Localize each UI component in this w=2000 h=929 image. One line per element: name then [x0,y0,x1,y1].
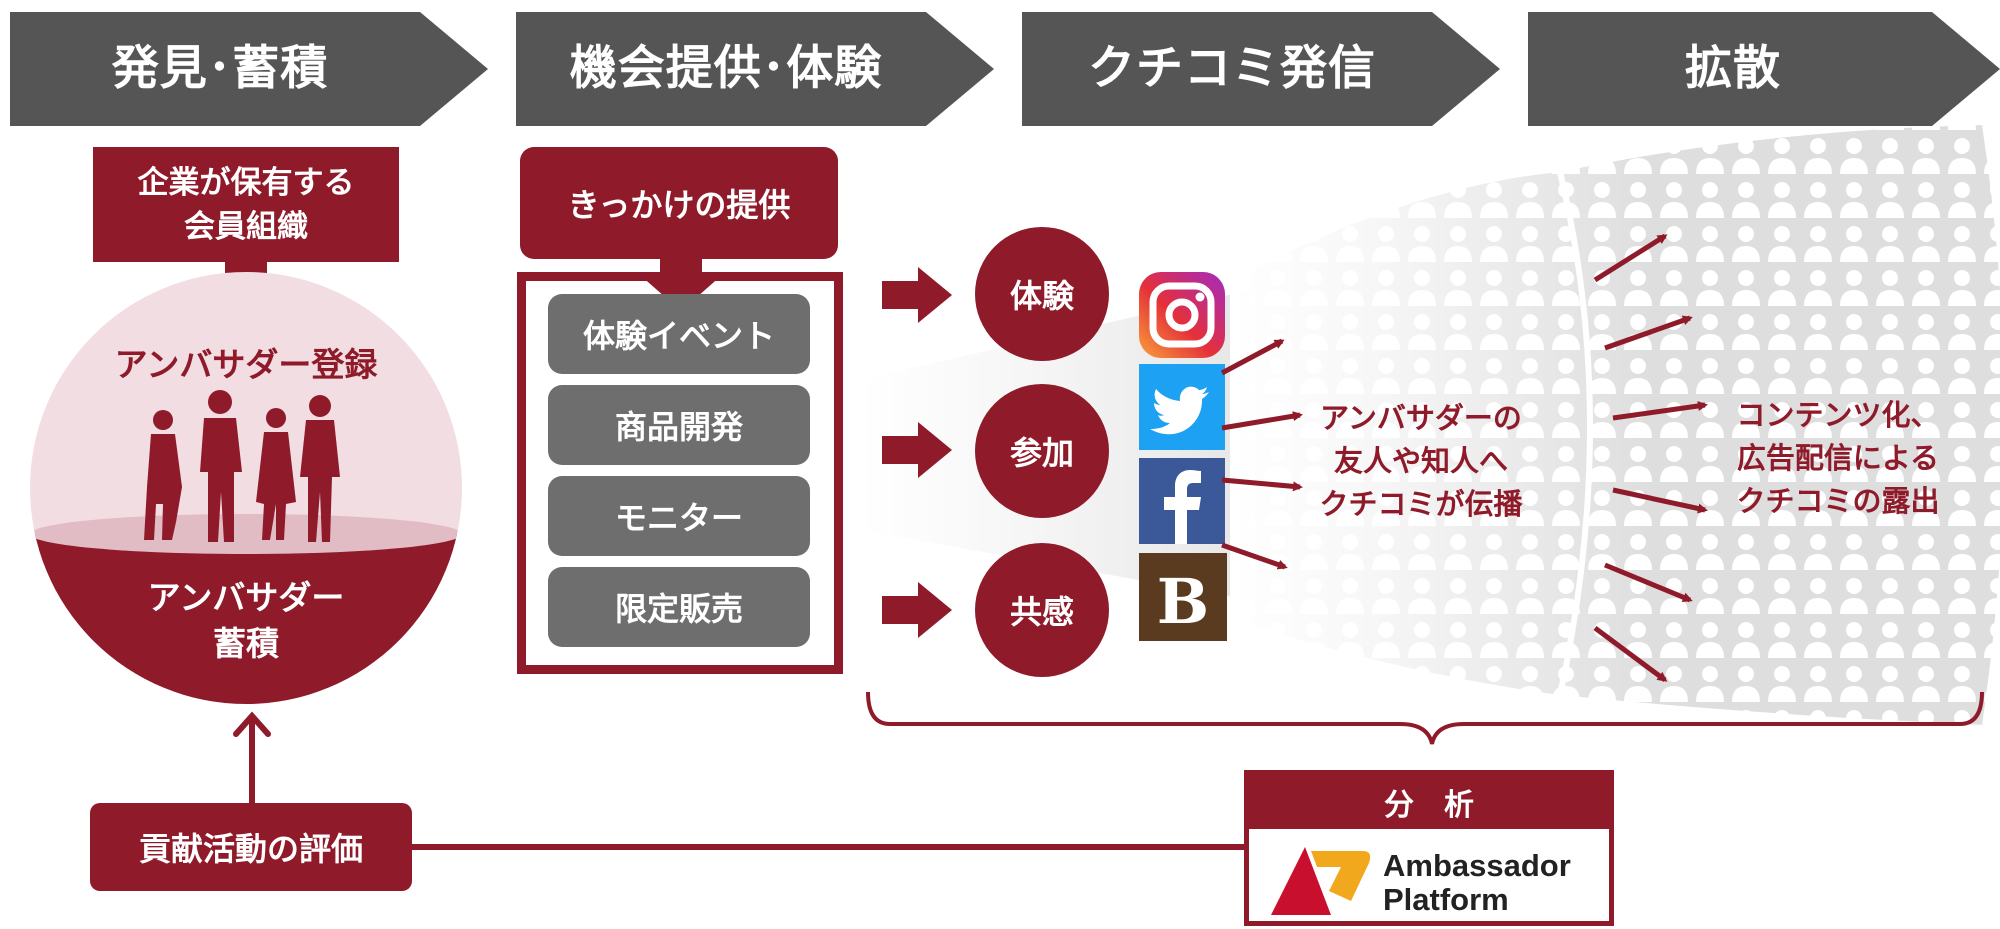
action-circle-participate: 参加 [975,384,1109,518]
crowd-band-2 [1560,125,2000,725]
instagram-icon [1137,270,1227,360]
facebook-icon [1137,456,1227,546]
stage-opportunity-label: 機会提供･体験 [569,41,883,96]
ambassador-platform-logo-icon [1267,841,1377,925]
svg-text:B: B [1157,565,1209,638]
action-circle-experience: 体験 [975,227,1109,361]
evaluation-box: 貢献活動の評価 [90,803,412,891]
analysis-box: 分 析 Ambassador Platform [1244,770,1614,926]
stage-word-of-mouth-label: クチコミ発信 [1088,41,1376,96]
wom-line3: クチコミが伝播 [1319,487,1523,521]
spread-line1: コンテンツ化、 [1736,398,1940,432]
platform-line1: Ambassador [1383,848,1571,883]
action-circle-empathy: 共感 [975,543,1109,677]
evaluation-connector-line [412,844,1244,850]
member-org-line2: 会員組織 [184,208,308,245]
bracket-brace [866,691,1984,745]
opportunity-item-monitor: モニター [548,476,810,556]
stage-spread: 拡散 [1528,12,2000,126]
member-org-line1: 企業が保有する [137,164,355,201]
accumulate-line1: アンバサダー [147,578,345,617]
ambassador-register-text: アンバサダー登録 [114,345,378,384]
stage-opportunity: 機会提供･体験 [516,12,994,126]
platform-name: Ambassador Platform [1383,849,1571,917]
platform-line2: Platform [1383,882,1509,917]
ambassador-accumulate-text: アンバサダー 蓄積 [30,575,462,667]
spread-line3: クチコミの露出 [1736,484,1940,518]
hatena-bookmark-icon: B [1137,551,1227,641]
wom-line1: アンバサダーの [1320,401,1522,435]
twitter-icon [1137,362,1227,452]
trigger-down-arrow [640,259,722,311]
stage-discover: 発見･蓄積 [10,12,488,126]
up-arrow [233,711,271,808]
opportunity-item-product-dev: 商品開発 [548,385,810,465]
trigger-box: きっかけの提供 [520,147,838,259]
spread-text: コンテンツ化、 広告配信による クチコミの露出 [1718,394,1958,523]
word-of-mouth-text: アンバサダーの 友人や知人へ クチコミが伝播 [1296,397,1546,526]
stage-discover-label: 発見･蓄積 [111,41,329,96]
accumulate-line2: 蓄積 [213,624,279,663]
member-org-box: 企業が保有する 会員組織 [93,147,399,262]
block-arrow-3 [882,582,952,638]
people-silhouettes [144,390,340,542]
wom-line2: 友人や知人へ [1333,444,1508,478]
opportunity-item-event: 体験イベント [548,294,810,374]
stage-spread-label: 拡散 [1685,41,1781,96]
spread-line2: 広告配信による [1736,441,1940,475]
analysis-label: 分 析 [1249,775,1609,829]
ambassador-circle [30,272,462,704]
stage-word-of-mouth: クチコミ発信 [1022,12,1500,126]
opportunity-item-limited-sale: 限定販売 [548,567,810,647]
block-arrow-2 [882,422,952,478]
block-arrow-1 [882,267,952,323]
